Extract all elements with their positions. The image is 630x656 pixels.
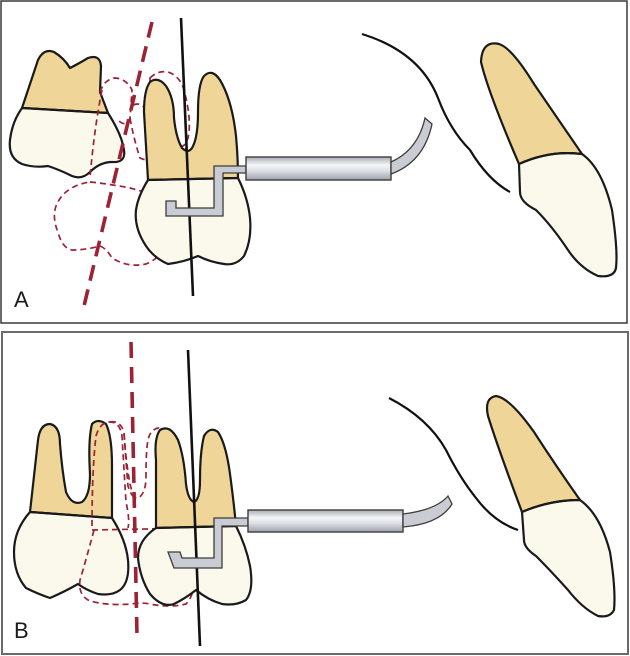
solid-reference-line-a <box>179 17 195 297</box>
target-molar-crown <box>134 176 252 266</box>
solid-reference-line-b <box>186 349 202 647</box>
target-molar-root <box>142 71 240 182</box>
tube-cylinder <box>247 509 404 533</box>
ghost-loop-left <box>109 420 137 499</box>
tube-curved-tip <box>402 494 453 528</box>
anterior-tooth-b <box>485 394 616 618</box>
anterior-tooth-a <box>479 42 618 278</box>
x-ray-tube-a <box>245 116 433 181</box>
adjacent-molar-crown <box>12 510 130 600</box>
ghost-root-left <box>99 77 133 125</box>
ghost-root-left <box>91 421 130 529</box>
ghost-loop-middle <box>123 427 169 500</box>
adjacent-molar-b <box>12 419 130 600</box>
adjacent-molar-crown <box>8 106 126 179</box>
anterior-tooth-cej <box>521 499 581 513</box>
tube-cylinder <box>245 156 392 181</box>
lip-contour-b <box>388 397 519 532</box>
panel-label-b: B <box>14 618 29 643</box>
anterior-tooth-crown <box>520 498 616 618</box>
anterior-tooth-crown <box>517 152 618 278</box>
adjacent-molar-root <box>20 49 110 115</box>
adjacent-molar-a <box>8 49 126 179</box>
x-ray-tube-b <box>247 494 453 533</box>
adjacent-molar-cej <box>29 511 113 519</box>
panel-a: A <box>0 0 628 324</box>
adjacent-molar-cej <box>21 107 109 114</box>
tube-curved-tip <box>390 116 433 175</box>
adjacent-molar-root <box>28 419 114 520</box>
panel-label-a: A <box>14 287 29 312</box>
panel-b: B <box>1 331 629 655</box>
ghost-root-left-inner <box>89 89 103 179</box>
anterior-tooth-cej <box>518 152 583 165</box>
lip-contour-a <box>361 32 511 193</box>
